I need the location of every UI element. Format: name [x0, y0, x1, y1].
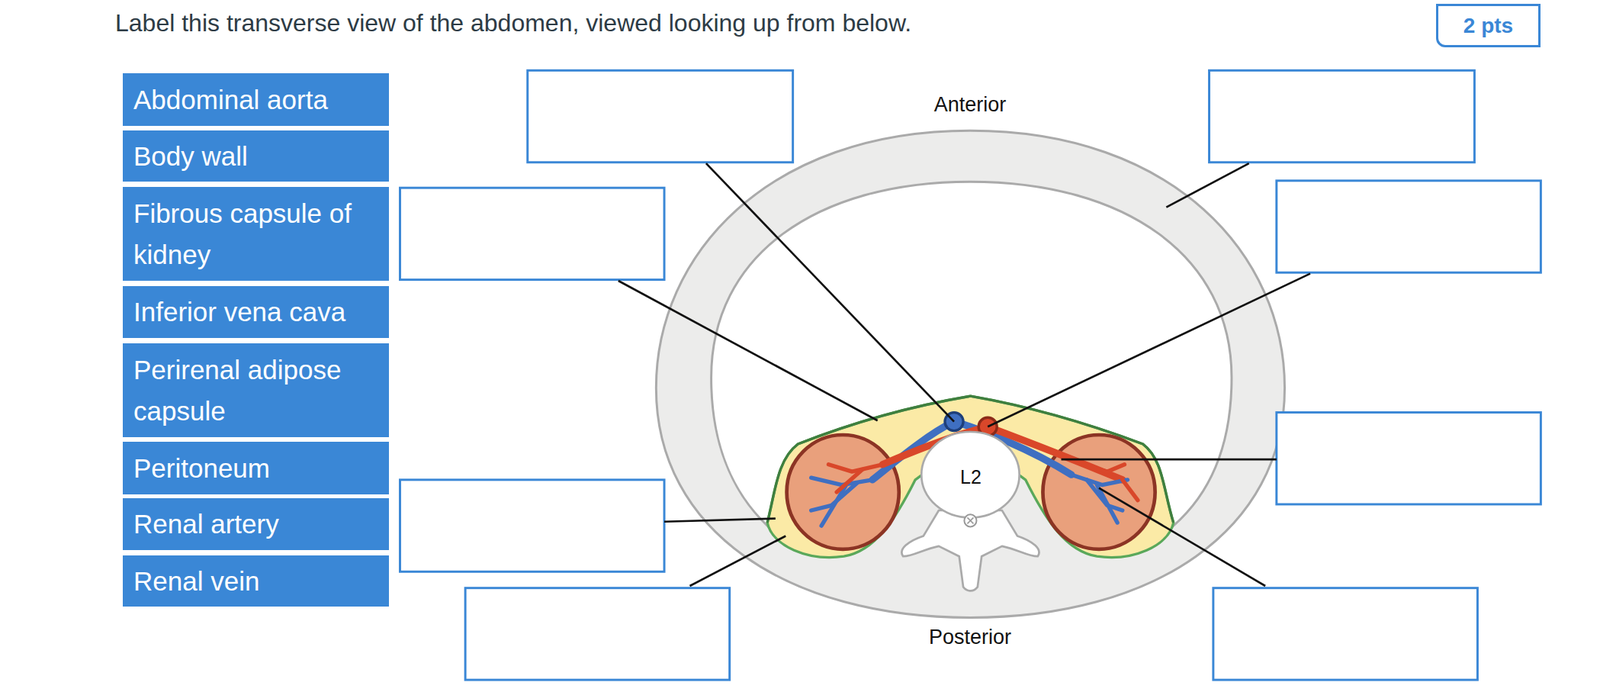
answer-box: [1276, 180, 1542, 273]
node-text: Peritoneum: [133, 447, 380, 489]
answer-box: [465, 587, 730, 680]
vertebra-label: L2: [960, 465, 982, 489]
answer-box: [399, 187, 665, 280]
vein-branch: [811, 477, 873, 485]
artery-branch: [828, 464, 883, 472]
answer-box: [1209, 70, 1475, 162]
kidney-left: [787, 434, 900, 550]
leader-lines: [618, 163, 1311, 586]
artery-branch: [836, 469, 862, 492]
leader-line: [706, 163, 955, 422]
node-text: Renal artery: [133, 503, 380, 545]
vertebra-arch: [901, 510, 1039, 591]
vertebral-body: [921, 431, 1019, 518]
answer-box: [1213, 587, 1478, 680]
answer-box: [1276, 412, 1542, 505]
answer-box: [527, 70, 794, 162]
term-box: Inferior vena cava: [122, 285, 389, 338]
spinal-cord-mark: [967, 517, 974, 524]
term-box: Renal artery: [122, 497, 389, 550]
node-text: Inferior vena cava: [133, 291, 380, 333]
answer-boxes: [399, 70, 1541, 680]
answer-box: [399, 479, 665, 572]
term-box: Renal vein: [122, 555, 389, 607]
node-text: Renal vein: [133, 560, 380, 602]
term-box: Fibrous capsule of kidney: [122, 186, 389, 281]
direction-label: Anterior: [934, 93, 1007, 117]
node-text: Body wall: [133, 135, 380, 177]
leader-line: [689, 535, 786, 586]
term-box: Peritoneum: [122, 441, 389, 495]
node-text: Abdominal aorta: [133, 79, 380, 121]
illustration-group: [399, 70, 1541, 680]
vein-branch: [821, 483, 847, 526]
artery-branch: [1122, 479, 1138, 501]
page-title: Label this transverse view of the abdome…: [115, 9, 912, 38]
leader-line: [1098, 488, 1266, 586]
points-badge: 2 pts: [1436, 3, 1541, 48]
node-text: Fibrous capsule of kidney: [133, 192, 380, 276]
vein-branch: [1071, 474, 1128, 485]
body-outline: [655, 130, 1285, 617]
spinal-canal: [963, 514, 977, 527]
term-box: Body wall: [122, 130, 389, 182]
vein-branch: [1096, 485, 1118, 524]
term-box: Abdominal aorta: [122, 73, 389, 126]
leader-line: [664, 518, 776, 522]
direction-label: Posterior: [928, 625, 1012, 649]
term-box: Perirenal adipose capsule: [122, 343, 389, 437]
leader-line: [1061, 458, 1277, 461]
node-text: Perirenal adipose capsule: [133, 349, 380, 432]
leader-line: [618, 280, 878, 421]
leader-line: [1166, 163, 1249, 208]
node-text: 2 pts: [1463, 13, 1514, 39]
leader-line: [987, 273, 1311, 428]
artery-branch: [1081, 464, 1125, 472]
